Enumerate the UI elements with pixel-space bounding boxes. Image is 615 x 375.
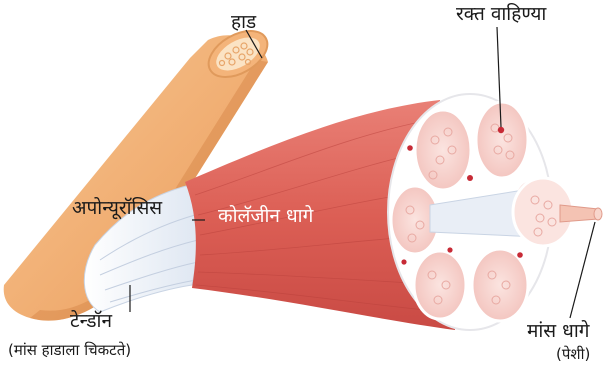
- muscle-fiber-end: [594, 208, 602, 220]
- label-collagen-fibers: कोलॅजीन धागे: [218, 207, 313, 226]
- label-muscle-note: (पेशी): [556, 347, 590, 362]
- label-tendon-note: (मांस हाडाला चिकटते): [8, 343, 131, 358]
- label-aponeurosis: अपोन्यूरॉसिस: [72, 199, 162, 218]
- label-bone: हाड: [231, 13, 256, 32]
- label-tendon: टेन्डॉन: [70, 312, 112, 331]
- label-muscle-fibers: मांस धागे: [527, 322, 589, 341]
- muscle-fiber-strand: [560, 205, 598, 222]
- label-blood-vessels: रक्त वाहिण्या: [456, 5, 546, 24]
